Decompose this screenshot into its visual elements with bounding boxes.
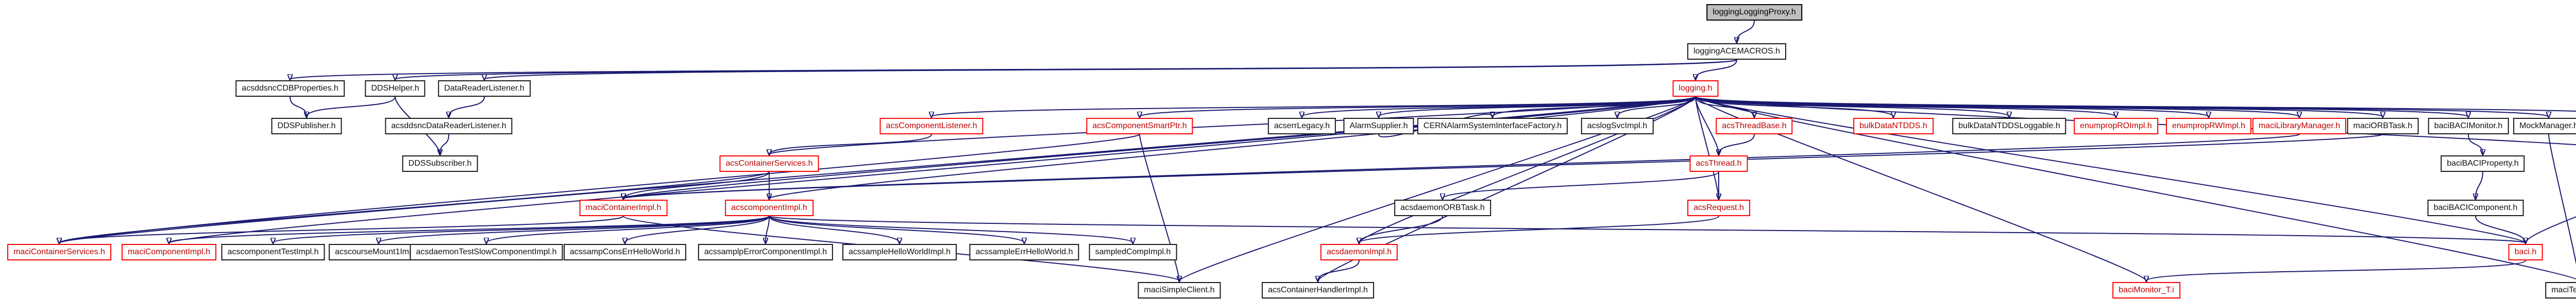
edge-cdbprops-ddspublisher	[290, 96, 307, 117]
graph-node-librarymanager[interactable]: maciLibraryManager.h	[2252, 118, 2347, 134]
edge-logging-macisimpleclient	[1179, 96, 1696, 281]
graph-node-bacimonitorti[interactable]: baciMonitor_T.i	[2112, 282, 2180, 298]
graph-node-bacimonitor[interactable]: baciBACIMonitor.h	[2428, 118, 2509, 134]
edge-logging-compsmartptr	[1140, 96, 1696, 117]
graph-node-compsmartptr[interactable]: acsComponentSmartPtr.h	[1086, 118, 1193, 134]
edge-logging-baci	[1695, 96, 2526, 243]
edge-logging-bacimonitorti	[1695, 96, 2146, 281]
graph-node-acslogsvcimpl[interactable]: acslogSvcImpl.h	[1581, 118, 1654, 134]
edge-complistener-containerservices	[769, 134, 932, 154]
edge-acsthread-daemonorbtask	[1443, 171, 1719, 199]
graph-node-slowcompimpl[interactable]: acsdaemonTestSlowComponentImpl.h	[410, 244, 563, 260]
edge-logging-acslogsvcimpl	[1617, 96, 1696, 117]
edge-logging-complistener	[931, 96, 1696, 117]
graph-node-macitestutils[interactable]: maciTestUtils.h	[2545, 282, 2576, 298]
graph-node-comptestimpl[interactable]: acscomponentTestImpl.h	[221, 244, 325, 260]
edge-acemacros-logging	[1696, 59, 1737, 79]
graph-node-baci[interactable]: baci.h	[2508, 244, 2543, 260]
graph-node-ncdatareaderlistener[interactable]: acsddsncDataReaderListener.h	[385, 118, 513, 134]
graph-node-macisimpleclient[interactable]: maciSimpleClient.h	[1138, 282, 1221, 298]
graph-node-cdbprops[interactable]: acsddsncCDBProperties.h	[235, 80, 345, 97]
edge-acscomponentimpl-sampledcomp	[769, 216, 1133, 243]
graph-node-ddspublisher[interactable]: DDSPublisher.h	[271, 118, 342, 134]
edge-mockmanager-macitestutils	[2548, 134, 2576, 265]
edge-logging-macicontainerimpl	[623, 96, 1696, 199]
edge-maciorbtask-macicontainerimpl	[623, 134, 2383, 199]
edge-logging-acscomponentimpl	[769, 96, 1696, 199]
graph-node-bacicomponent[interactable]: baciBACIComponent.h	[2427, 200, 2524, 216]
graph-node-threadbase[interactable]: acsThreadBase.h	[1716, 118, 1793, 134]
graph-node-acscomponentimpl[interactable]: acscomponentImpl.h	[725, 200, 814, 216]
edge-baciproperty-bacicomponent	[2476, 171, 2483, 199]
graph-node-baciproperty[interactable]: baciBACIProperty.h	[2441, 155, 2525, 172]
edge-bacimonitor-baciproperty	[2468, 134, 2483, 154]
graph-node-daemonorbtask[interactable]: acsdaemonORBTask.h	[1394, 200, 1491, 216]
edge-alarmfactory-baci	[2526, 216, 2576, 243]
edge-acscomponentimpl-samperrhello	[769, 216, 1024, 243]
graph-node-cernalarmfactory[interactable]: CERNAlarmSystemInterfaceFactory.h	[1417, 118, 1568, 134]
edge-acscomponentimpl-samperrcomp	[766, 216, 770, 243]
graph-node-sampledcomp[interactable]: sampledCompImpl.h	[1089, 244, 1177, 260]
graph-node-mockmanager[interactable]: MockManager.h	[2513, 118, 2576, 134]
edge-daemonorbtask-acsdaemonimpl	[1359, 216, 1443, 243]
edge-bacicomponent-baci	[2475, 216, 2526, 243]
edge-logging-macitestutils	[1695, 96, 2576, 280]
graph-node-bulkdatantddsloggable[interactable]: bulkDataNTDDSLoggable.h	[1952, 118, 2066, 134]
graph-node-complistener[interactable]: acsComponentListener.h	[879, 118, 984, 134]
graph-node-macicontainerservices[interactable]: maciContainerServices.h	[7, 244, 111, 260]
edge-ddshelper-ddspublisher	[307, 96, 396, 117]
graph-node-datareaderlistener[interactable]: DataReaderListener.h	[438, 80, 531, 97]
edge-acscomponentimpl-sampconserr	[625, 216, 770, 243]
graph-node-alarmsupplier[interactable]: AlarmSupplier.h	[1343, 118, 1414, 134]
graph-node-ddshelper[interactable]: DDSHelper.h	[365, 80, 426, 97]
graph-node-macicomponentimpl[interactable]: maciComponentImpl.h	[121, 244, 217, 260]
graph-node-samphello[interactable]: acssampleHelloWorldImpl.h	[842, 244, 957, 260]
edge-compsmartptr-macisimpleclient	[1139, 134, 1179, 281]
graph-node-ddssubscriber[interactable]: DDSSubscriber.h	[402, 155, 478, 172]
graph-node-containerservices[interactable]: acsContainerServices.h	[719, 155, 819, 172]
edge-logging-threadbase	[1695, 96, 1754, 117]
edge-containerservices-macicontainerimpl	[623, 171, 770, 199]
graph-node-containerhandlerimpl[interactable]: acsContainerHandlerImpl.h	[1262, 282, 1374, 298]
edge-ncdatareaderlistener-ddssubscriber	[440, 134, 449, 154]
graph-node-acsdaemonimpl[interactable]: acsdaemonImpl.h	[1320, 244, 1398, 260]
edge-datareaderlistener-ncdatareaderlistener	[449, 96, 485, 117]
edge-acscomponentimpl-baci	[769, 216, 2526, 243]
edge-acsdaemonimpl-containerhandlerimpl	[1318, 260, 1360, 281]
edge-logging-alarmproxy	[1695, 96, 2576, 112]
graph-node-sampconserr[interactable]: acssampConsErrHelloWorld.h	[564, 244, 686, 260]
graph-node-samperrhello[interactable]: acssampleErrHelloWorld.h	[969, 244, 1079, 260]
graph-node-loggingProxy[interactable]: loggingLoggingProxy.h	[1706, 4, 1802, 21]
graph-node-acserrlegacy[interactable]: acserrLegacy.h	[1267, 118, 1336, 134]
graph-node-acsrequest[interactable]: acsRequest.h	[1687, 200, 1750, 216]
graph-node-samperrcomp[interactable]: acssamplpErrorComponentImpl.h	[698, 244, 834, 260]
graph-node-maciorbtask[interactable]: maciORBTask.h	[2347, 118, 2419, 134]
edge-acscomponentimpl-comptestimpl	[273, 216, 770, 243]
graph-node-acsthread[interactable]: acsThread.h	[1689, 155, 1748, 172]
graph-node-enumproprw[interactable]: enumpropRWImpl.h	[2166, 118, 2251, 134]
edge-logging-macicomponentimpl	[169, 96, 1696, 243]
edge-acscomponentimpl-samphello	[769, 216, 900, 243]
graph-node-enumpropro[interactable]: enumpropROImpl.h	[2074, 118, 2158, 134]
edge-logging-acsdaemonimpl	[1359, 96, 1696, 243]
edge-logging-containerservices	[769, 96, 1696, 154]
edge-acscomponentimpl-mount1impl	[379, 216, 770, 243]
graph-node-bulkdatantdds[interactable]: bulkDataNTDDS.h	[1853, 118, 1934, 134]
edge-macicontainerimpl-macicontainerservices	[59, 216, 624, 243]
edge-threadbase-acsthread	[1719, 134, 1755, 154]
edge-containerservices-macicontainerservices	[59, 171, 770, 243]
edge-acsrequest-acsdaemonimpl	[1359, 216, 1719, 243]
graph-node-acemacros[interactable]: loggingACEMACROS.h	[1687, 43, 1787, 60]
edge-logging-macicontainerservices	[59, 96, 1696, 243]
graph-node-macicontainerimpl[interactable]: maciContainerImpl.h	[579, 200, 668, 216]
edge-loggingProxy-acemacros	[1737, 20, 1755, 42]
edge-baci-bacimonitorti	[2146, 260, 2526, 281]
edge-acscomponentimpl-slowcompimpl	[486, 216, 770, 243]
edge-acemacros-datareaderlistener	[484, 59, 1737, 79]
graph-node-logging[interactable]: logging.h	[1672, 80, 1719, 97]
edge-logging-acsrequest	[1695, 96, 1719, 199]
